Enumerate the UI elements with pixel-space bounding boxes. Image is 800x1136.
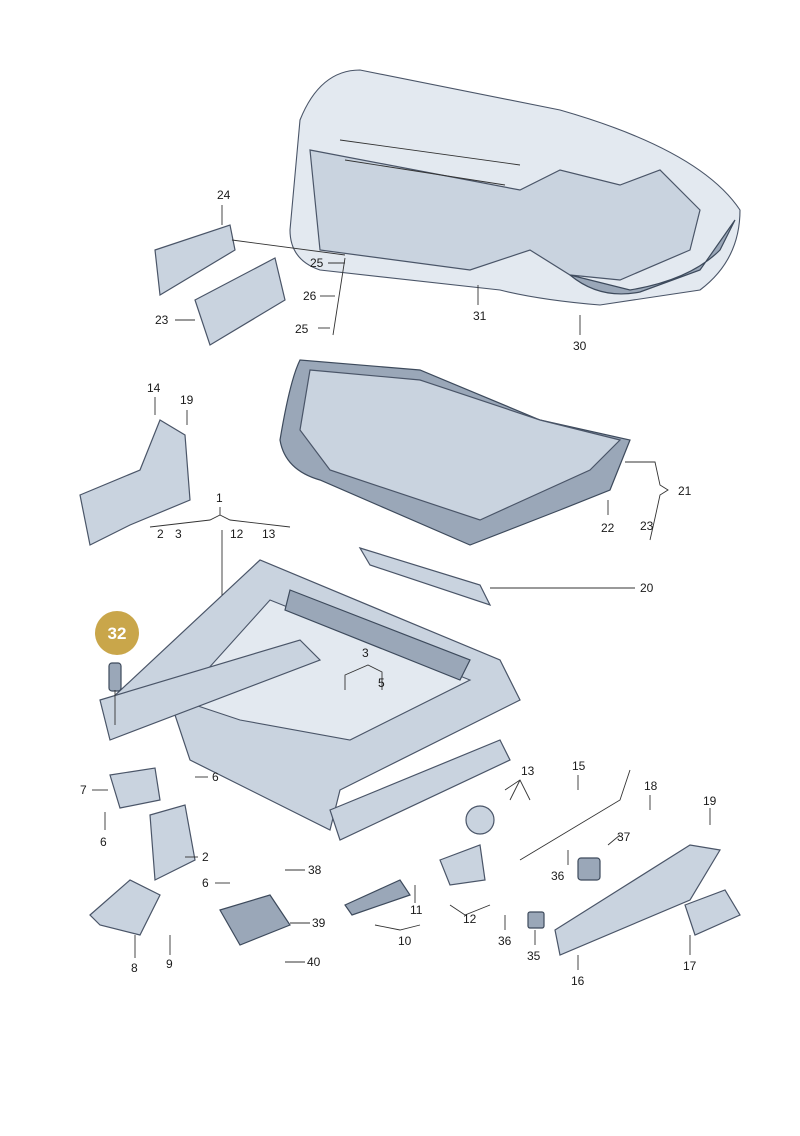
label-19-top: 19 (180, 393, 194, 407)
label-36-left: 36 (498, 934, 512, 948)
motor-part-13[interactable] (465, 805, 495, 835)
cable-part-15[interactable] (519, 769, 631, 861)
label-11: 11 (410, 903, 423, 917)
label-16: 16 (571, 974, 585, 988)
seat-pan-part[interactable] (279, 359, 631, 546)
label-8: 8 (131, 961, 138, 975)
label-23-pan: 23 (640, 519, 654, 533)
label-40: 40 (307, 955, 321, 969)
label-25-top: 25 (310, 256, 324, 270)
switch-part-35[interactable] (527, 911, 545, 929)
label-13: 13 (521, 764, 535, 778)
label-14: 14 (147, 381, 161, 395)
label-37: 37 (617, 830, 631, 844)
label-2: 2 (202, 850, 209, 864)
label-19: 19 (703, 794, 717, 808)
side-panel-part-16[interactable] (554, 844, 721, 956)
side-cover-part-14[interactable] (79, 419, 191, 546)
label-1: 1 (216, 491, 223, 505)
label-24: 24 (217, 188, 231, 202)
label-3: 3 (362, 646, 369, 660)
leader-lines (92, 205, 711, 970)
label-21: 21 (678, 484, 692, 498)
label-23-flap: 23 (155, 313, 169, 327)
label-38: 38 (308, 863, 322, 877)
control-unit-part-39[interactable] (219, 894, 291, 946)
label-20: 20 (640, 581, 654, 595)
label-35: 35 (527, 949, 541, 963)
label-17: 17 (683, 959, 697, 973)
screw-part-32[interactable] (108, 662, 122, 692)
bracket-part-7[interactable] (109, 767, 161, 809)
part-labels: 24 31 30 25 26 23 25 14 19 1 2 3 12 13 2… (80, 188, 717, 988)
seat-frame-part[interactable] (99, 559, 521, 841)
label-9: 9 (166, 957, 173, 971)
label-12: 12 (463, 912, 477, 926)
switch-part-36[interactable] (577, 857, 601, 881)
bracket-part-12[interactable] (439, 844, 486, 886)
label-7: 7 (80, 783, 87, 797)
cover-part-17[interactable] (684, 889, 741, 936)
label-6-lower: 6 (202, 876, 209, 890)
flap-part-23[interactable] (194, 257, 286, 346)
bracket-part-2[interactable] (149, 804, 196, 881)
label-39: 39 (312, 916, 326, 930)
label-5: 5 (378, 676, 385, 690)
label-2-group: 2 (157, 527, 164, 541)
cover-part-8[interactable] (89, 879, 161, 936)
seat-cushion-part[interactable] (289, 69, 741, 306)
label-10: 10 (398, 934, 412, 948)
highlight-badge-32[interactable]: 32 (95, 611, 139, 655)
label-22: 22 (601, 521, 615, 535)
flap-part-24[interactable] (154, 224, 236, 296)
label-25-bottom: 25 (295, 322, 309, 336)
label-12-group: 12 (230, 527, 244, 541)
label-36-right: 36 (551, 869, 565, 883)
label-18: 18 (644, 779, 658, 793)
label-31: 31 (473, 309, 487, 323)
handle-part-10[interactable] (344, 879, 411, 916)
label-6-left: 6 (100, 835, 107, 849)
label-26: 26 (303, 289, 317, 303)
label-15: 15 (572, 759, 586, 773)
label-30: 30 (573, 339, 587, 353)
label-13-group: 13 (262, 527, 276, 541)
bracket-part-20[interactable] (358, 546, 492, 607)
rod-part-26[interactable] (231, 239, 346, 336)
highlight-badge-label: 32 (108, 624, 127, 643)
label-3-group: 3 (175, 527, 182, 541)
label-6-upper: 6 (212, 770, 219, 784)
